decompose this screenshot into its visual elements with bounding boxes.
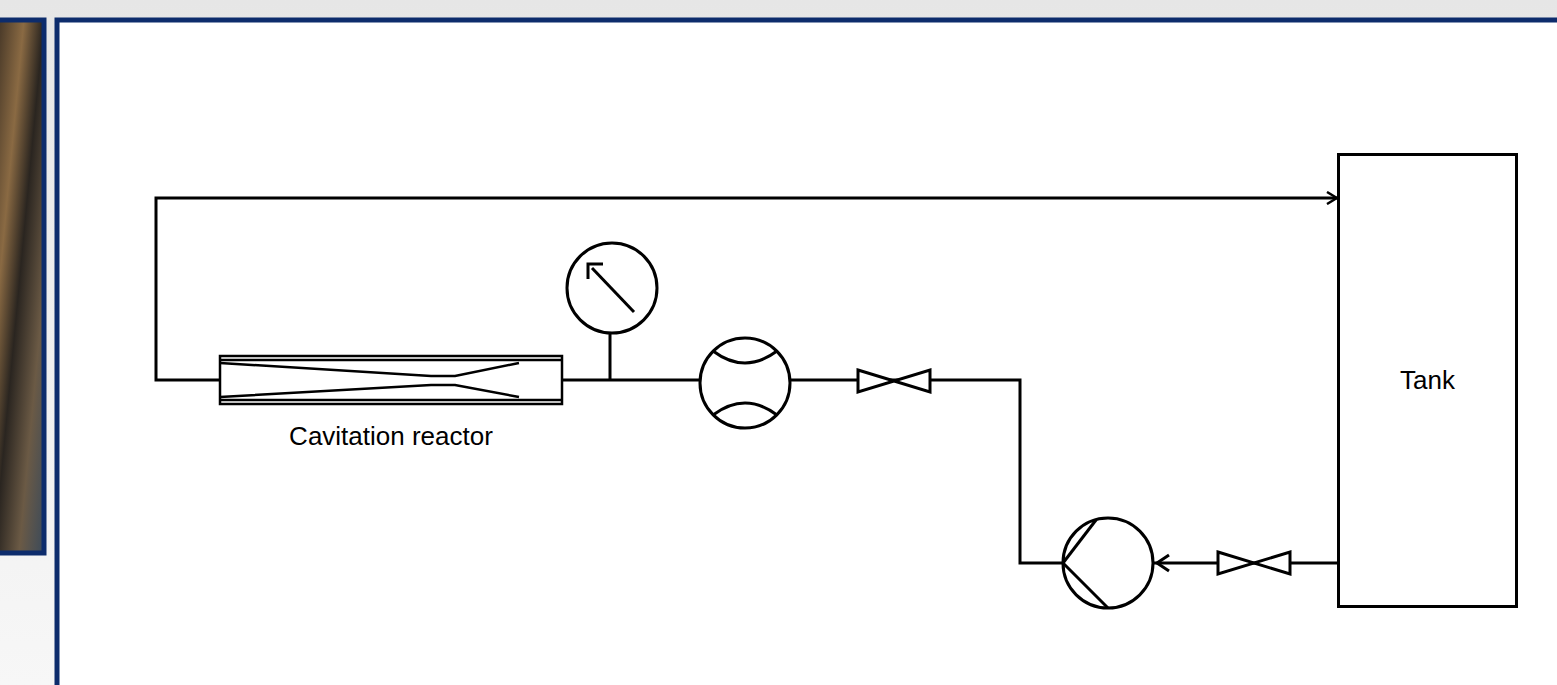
gauge-stem — [609, 333, 612, 380]
valve-symbol — [1218, 552, 1290, 574]
gauge-needle-head — [588, 264, 603, 279]
flow-meter-arc — [713, 403, 777, 415]
diagram-panel — [57, 20, 1557, 685]
tank-box: Tank — [1337, 153, 1518, 608]
box-label: Tank — [1400, 365, 1455, 396]
flow-meter — [700, 338, 790, 428]
pump-line — [1063, 563, 1108, 608]
flow-arrowhead — [1157, 555, 1169, 571]
reactor-label: Cavitation reactor — [219, 421, 563, 452]
reactor-shape — [219, 355, 563, 405]
valve-symbol — [858, 370, 930, 392]
pressure-gauge — [567, 243, 657, 333]
photo-fragment — [0, 20, 44, 553]
cavitation-reactor: Cavitation reactor — [219, 355, 563, 405]
gauge-needle — [592, 268, 634, 312]
pump-line — [1063, 520, 1096, 563]
pump-symbol — [1063, 518, 1153, 608]
pipe-line — [563, 380, 1337, 563]
flow-meter-arc — [713, 351, 777, 363]
